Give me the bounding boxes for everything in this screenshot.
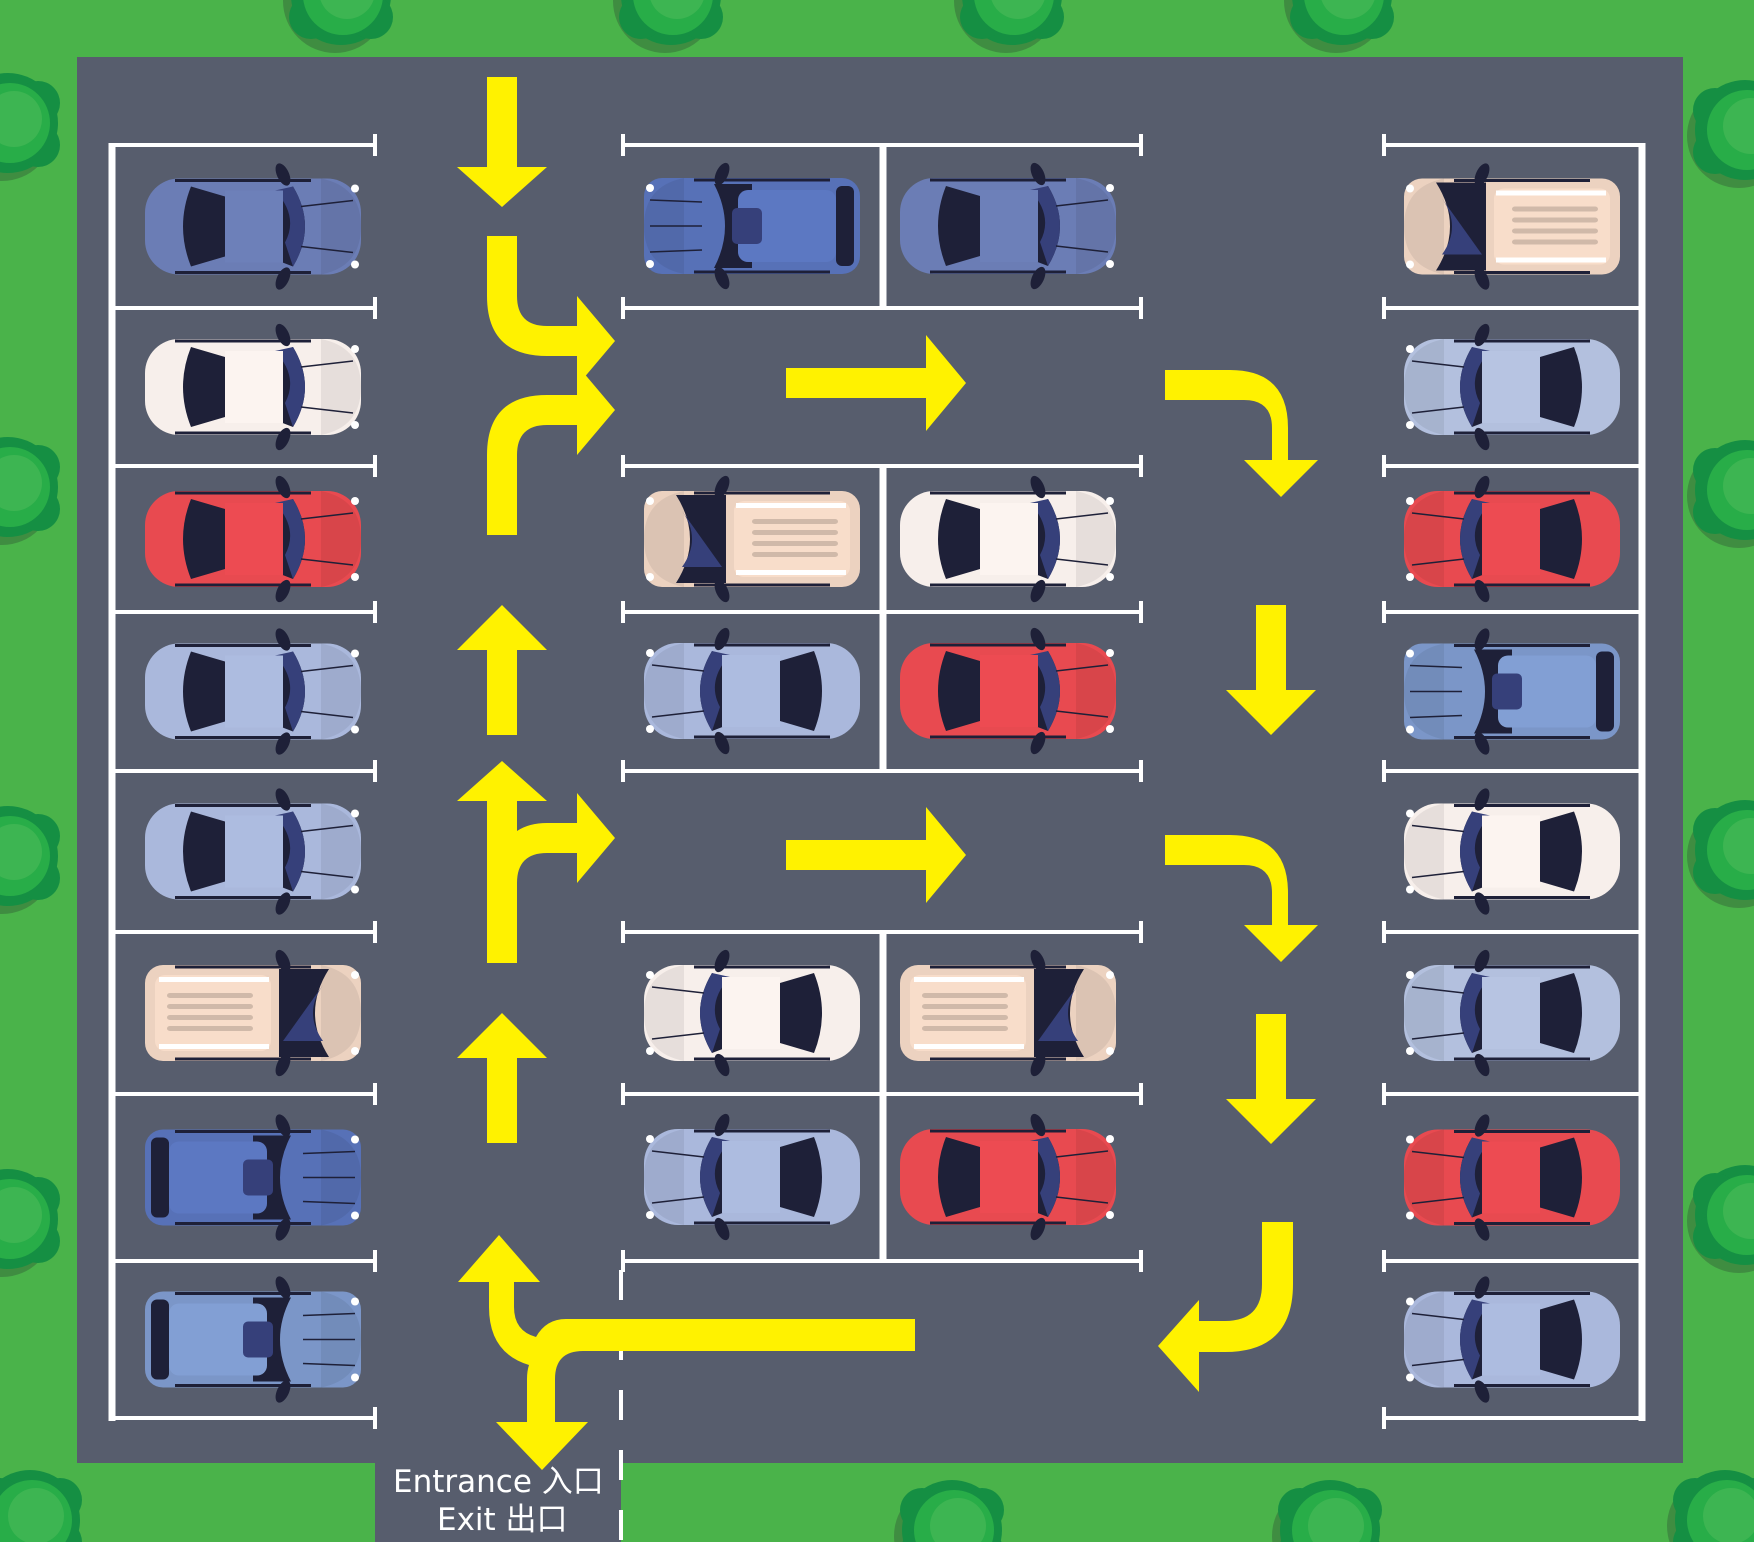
arrow-down-right-lane-1 [1226, 605, 1316, 735]
entrance-road [375, 1460, 621, 1542]
sedan-car-icon [145, 163, 361, 290]
sedan-car-icon [145, 323, 361, 451]
sedan-car-icon [900, 1113, 1116, 1241]
sedan-car-icon [1404, 949, 1620, 1077]
arrow-curve-right-lower [487, 365, 615, 535]
sedan-car-icon [1404, 323, 1620, 451]
cars [145, 162, 1620, 1403]
sedan-car-icon [145, 475, 361, 603]
arrow-right-lower-aisle [786, 807, 966, 903]
van-car-icon [900, 949, 1116, 1077]
arrow-curve-right-upper [487, 236, 615, 386]
arrow-up-and-right [457, 761, 615, 963]
suv-car-icon [145, 1114, 361, 1241]
sedan-car-icon [644, 627, 860, 755]
arrow-curve-down-upper [1165, 370, 1318, 497]
entrance-label: Entrance 入口 [393, 1464, 604, 1500]
van-car-icon [644, 475, 860, 603]
parking-lines [108, 134, 1646, 1542]
van-car-icon [145, 949, 361, 1077]
arrow-curve-down-lower [1165, 835, 1318, 962]
sedan-car-icon [900, 627, 1116, 755]
sedan-car-icon [900, 475, 1116, 603]
direction-arrows [457, 77, 1318, 1470]
sedan-car-icon [1404, 1114, 1620, 1241]
arrow-down-right-lane-2 [1226, 1014, 1316, 1144]
suv-car-icon [1404, 628, 1620, 755]
sedan-car-icon [1404, 475, 1620, 603]
arrow-down-entry [457, 77, 547, 207]
suv-car-icon [644, 162, 860, 290]
sedan-car-icon [644, 1113, 860, 1241]
sedan-car-icon [145, 628, 361, 755]
tree-icon [0, 1470, 82, 1542]
arrow-exit-split [458, 1235, 915, 1470]
arrow-right-upper-aisle [786, 335, 966, 431]
van-car-icon [1404, 163, 1620, 290]
suv-car-icon [145, 1276, 361, 1403]
sedan-car-icon [1404, 788, 1620, 915]
arrow-up-left-lane-1 [457, 605, 547, 735]
arrow-up-left-lane-2 [457, 1013, 547, 1143]
sedan-car-icon [644, 949, 860, 1077]
exit-label: Exit 出口 [437, 1502, 568, 1538]
sedan-car-icon [900, 162, 1116, 290]
arrow-return-left [1158, 1222, 1293, 1392]
sedan-car-icon [145, 788, 361, 915]
sedan-car-icon [1404, 1276, 1620, 1403]
